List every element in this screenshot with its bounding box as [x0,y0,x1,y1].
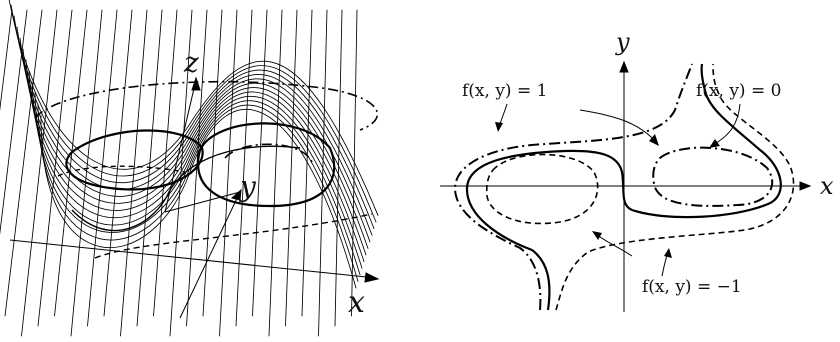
level-minus-1-label: f(x, y) = −1 [642,277,742,297]
mesh-line [103,9,133,317]
contour-y-arrowhead [619,60,629,73]
mesh-cross-section [16,26,373,236]
level-1-leader-2 [579,109,657,143]
mesh-cross-section [19,37,371,243]
contour-x-arrowhead [799,181,812,191]
contour-plot: y x f(x, y) = 1 f(x, y) = 0 f(x, y) = −1 [440,28,834,312]
surface-x-arrowhead [364,272,380,283]
surface-z-arrowhead [191,76,201,91]
mesh-line [202,9,223,317]
level-label-leaders [498,103,741,277]
mesh-cross-section [31,81,363,269]
surface-y-arrowhead [230,188,242,201]
surface-plot: z y x [0,0,380,337]
surface-level-curve-dashdot [34,80,379,131]
mesh-cross-section [25,59,367,256]
surface-x-axis [9,239,377,279]
surface-level-curve-dashdot-right [224,143,313,163]
surface-y-label: y [238,170,257,203]
mesh-line [87,9,118,327]
surface-axes [9,76,380,319]
mesh-line [4,9,43,317]
mesh-line [54,9,88,317]
level-1-label: f(x, y) = 1 [462,81,547,101]
surface-y-axis [164,191,241,213]
mesh-line [120,9,148,337]
contour-level-0-left [465,149,633,311]
surface-level-curve-dashed-bottom [94,213,373,259]
mesh-cross-section [22,48,369,249]
surface-z-axis [164,79,197,213]
level-0-label: f(x, y) = 0 [696,81,781,101]
contour-level-1-outer [453,63,693,311]
mesh-line [285,9,298,327]
mesh-line [21,9,58,337]
surface-x-label: x [348,285,365,320]
surface-level-curves [34,80,379,259]
surface-level-curve-solid-right [197,122,336,208]
mesh-line [153,9,178,317]
mesh-line [0,9,28,236]
level-1-arrowhead [495,122,503,132]
surface-y-pointer [179,191,241,319]
level-0-arrowhead [709,139,720,148]
contour-level-minus-1 [485,63,795,311]
mesh-line [268,9,283,337]
mesh-line [235,9,253,327]
contour-level-1 [453,63,774,311]
mesh-cross-section [28,70,365,263]
level-minus-1-leader [595,233,633,257]
mesh-cross-section [13,15,375,230]
mesh-line [70,9,103,337]
surface-level-curve-dashed-left [57,165,186,177]
contour-level-1-right-loop [652,146,774,207]
mesh-line [219,9,238,337]
mesh-cross-section [37,103,359,282]
mesh-cross-section [40,109,357,289]
contour-level-minus-1-left-loop [485,153,599,225]
level-label-arrowheads [495,122,720,258]
contour-y-label: y [615,28,630,56]
mesh-line [252,9,268,317]
level-1-arrowhead-2 [649,134,659,146]
contour-level-0-right [631,63,782,219]
mesh-line [0,9,13,112]
mesh-line [169,9,193,337]
mesh-line [318,9,328,337]
mesh-cross-section [8,0,379,216]
mesh-cross-section [34,92,361,276]
contour-x-label: x [820,172,834,200]
level-minus-1-arrowhead [592,231,602,240]
surface-z-label: z [183,46,199,79]
surface-level-curve-solid-left [65,129,204,191]
mesh-line [301,9,313,317]
mesh-cross-section [10,4,377,223]
mesh-line [334,9,343,327]
contour-level-minus-1-outer [555,63,795,311]
contour-level-0 [465,63,782,311]
level-minus-1-arrowhead-2 [664,248,672,258]
